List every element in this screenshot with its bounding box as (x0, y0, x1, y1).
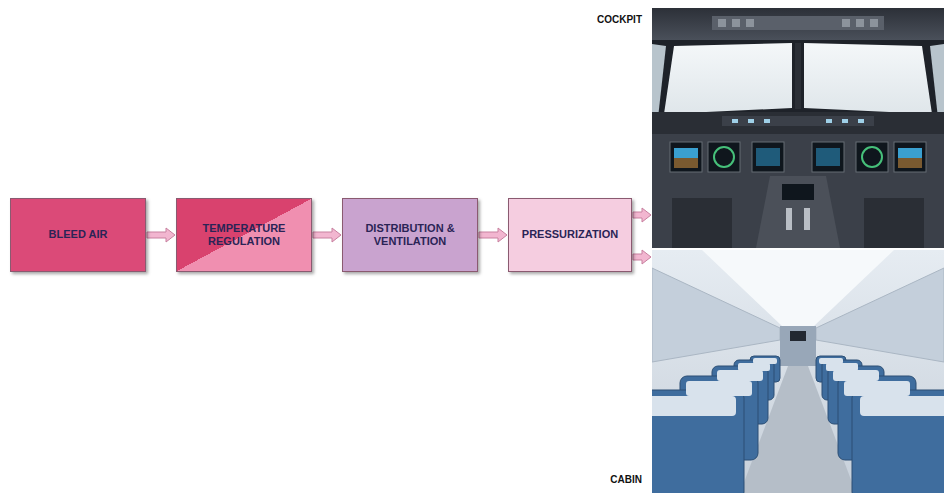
photo-panel: CABIN (652, 250, 944, 493)
area-label: COCKPIT (597, 14, 642, 25)
flow-arrow (633, 208, 651, 222)
box-label: TEMPERATURE REGULATION (183, 222, 305, 248)
box-label: PRESSURIZATION (522, 228, 618, 241)
cockpit-photo (652, 8, 944, 248)
process-box: DISTRIBUTION & VENTILATION (342, 198, 478, 272)
flow-arrow (479, 228, 507, 242)
process-box: TEMPERATURE REGULATION (176, 198, 312, 272)
box-label: BLEED AIR (49, 228, 108, 241)
flow-arrow (313, 228, 341, 242)
process-box: BLEED AIR (10, 198, 146, 272)
flow-arrow (633, 250, 651, 264)
area-label: CABIN (610, 474, 642, 485)
box-label: DISTRIBUTION & VENTILATION (349, 222, 471, 248)
flow-arrow (147, 228, 175, 242)
photo-panel: COCKPIT (652, 8, 944, 248)
process-box: PRESSURIZATION (508, 198, 632, 272)
cabin-photo (652, 250, 944, 493)
